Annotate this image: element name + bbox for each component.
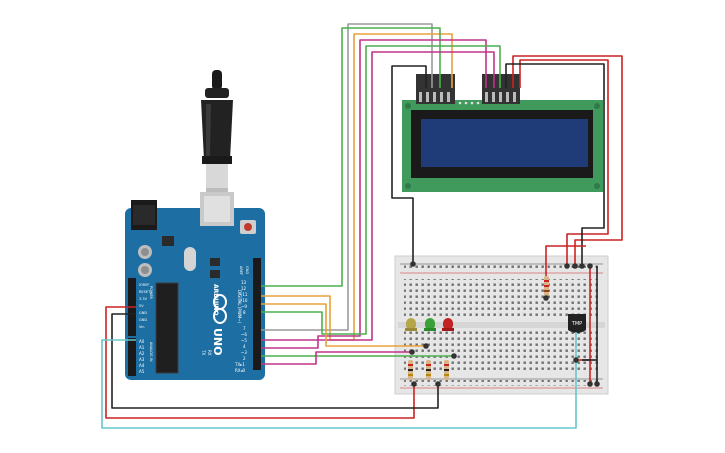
arduino-logo-text: ARDUINO (212, 284, 219, 315)
arduino-model-text: UNO (211, 328, 224, 356)
wire-black (505, 63, 605, 266)
crystal-oscillator (184, 247, 196, 271)
resistor (544, 276, 549, 296)
breadboard-center-gap (398, 322, 605, 328)
power-pin-label: Vin (139, 325, 145, 329)
power-pin-label: GND (139, 318, 147, 322)
reset-button-icon[interactable] (240, 220, 256, 234)
analog-pin-label: A2 (139, 351, 145, 356)
power-pin-label: IOREF (139, 283, 149, 287)
digital-pin-label: ~11 (239, 292, 248, 297)
led-red (442, 318, 454, 331)
tx-label: TX (201, 349, 206, 355)
digital-pin-label: ~10 (239, 298, 248, 303)
aref-label: AREF (239, 266, 243, 275)
breadboard-terminal-strip (404, 279, 600, 319)
lcd-module (402, 74, 603, 192)
wire-black (391, 65, 427, 264)
sensor-label: TMP (571, 321, 582, 327)
resistor (426, 360, 431, 380)
power-pin-labels: IOREF RESET 3.3V 5V GND GND Vin POWER (139, 283, 153, 329)
temperature-sensor: TMP (568, 314, 586, 333)
wire-red (105, 306, 415, 419)
rx-label: RX (207, 350, 212, 356)
breadboard-terminal-strip (404, 331, 600, 373)
power-pin-label: 3.3V (139, 297, 148, 301)
wire-green (261, 45, 501, 335)
analog-pin-labels: A0 A1 A2 A3 A4 A5 ANALOG IN (139, 339, 153, 374)
gnd-label: GND (245, 266, 249, 274)
wire-black (111, 313, 439, 409)
digital-pin-label: ~6 (241, 332, 247, 337)
usb-cable-icon (201, 70, 233, 192)
digital-header-label: DIGITAL (PWM~) (237, 290, 242, 324)
led-green (424, 318, 436, 331)
analog-pin-label: A3 (139, 357, 145, 362)
atmega-chip (156, 283, 178, 373)
digital-pin-label: 8 (243, 310, 246, 315)
wire-magenta (261, 51, 495, 341)
analog-pin-label: A0 (139, 339, 145, 344)
wire-red (545, 245, 586, 276)
wire-red (512, 55, 623, 266)
digital-pin-label: ~9 (241, 304, 247, 309)
wires (101, 23, 623, 429)
digital-pin-label: 4 (243, 344, 246, 349)
digital-pin-label: 13 (241, 280, 247, 285)
digital-pin-label: ~5 (241, 338, 247, 343)
wire-cyan (101, 332, 577, 429)
voltage-regulator (162, 236, 174, 246)
digital-pin-label: ~3 (241, 350, 247, 355)
power-pin-label: RESET (139, 290, 151, 294)
breadboard-power-rail (404, 380, 600, 386)
analog-pin-label: A1 (139, 345, 145, 350)
wire-magenta (261, 351, 412, 365)
power-pin-label: GND (139, 311, 147, 315)
analog-header-label: ANALOG IN (149, 342, 153, 362)
digital-pin-label: 2 (243, 356, 246, 361)
rx-pin-label: RX◂0 (235, 368, 246, 373)
power-header-label: POWER (149, 286, 153, 300)
digital-pin-label: 12 (241, 286, 247, 291)
digital-pin-labels: 13 12 ~11 ~10 ~9 8 7 ~6 ~5 4 ~3 2 TX▸1 R… (234, 280, 248, 373)
wire-magenta (261, 39, 487, 349)
analog-pin-header (128, 338, 136, 376)
breadboard (394, 255, 609, 395)
resistor (444, 360, 449, 380)
analog-pin-label: A5 (139, 369, 145, 374)
digital-pin-header (253, 258, 261, 370)
wire-orange (261, 303, 426, 347)
lcd-header-pins (416, 74, 520, 105)
resistor (408, 360, 413, 380)
tx-pin-label: TX▸1 (234, 362, 245, 367)
arduino-board: ARDUINO UNO TX RX DIGITAL (PWM~) AREF GN… (125, 192, 265, 380)
wire-green (261, 27, 441, 287)
digital-pin-label: 7 (243, 326, 246, 331)
led-yellow (405, 318, 417, 331)
wire-endpoints (409, 261, 600, 387)
power-pin-label: 5V (139, 304, 144, 308)
lcd-screen (421, 119, 588, 167)
arduino-infinity-icon (213, 294, 227, 324)
analog-pin-label: A4 (139, 363, 145, 368)
breadboard-power-rail (404, 265, 600, 271)
